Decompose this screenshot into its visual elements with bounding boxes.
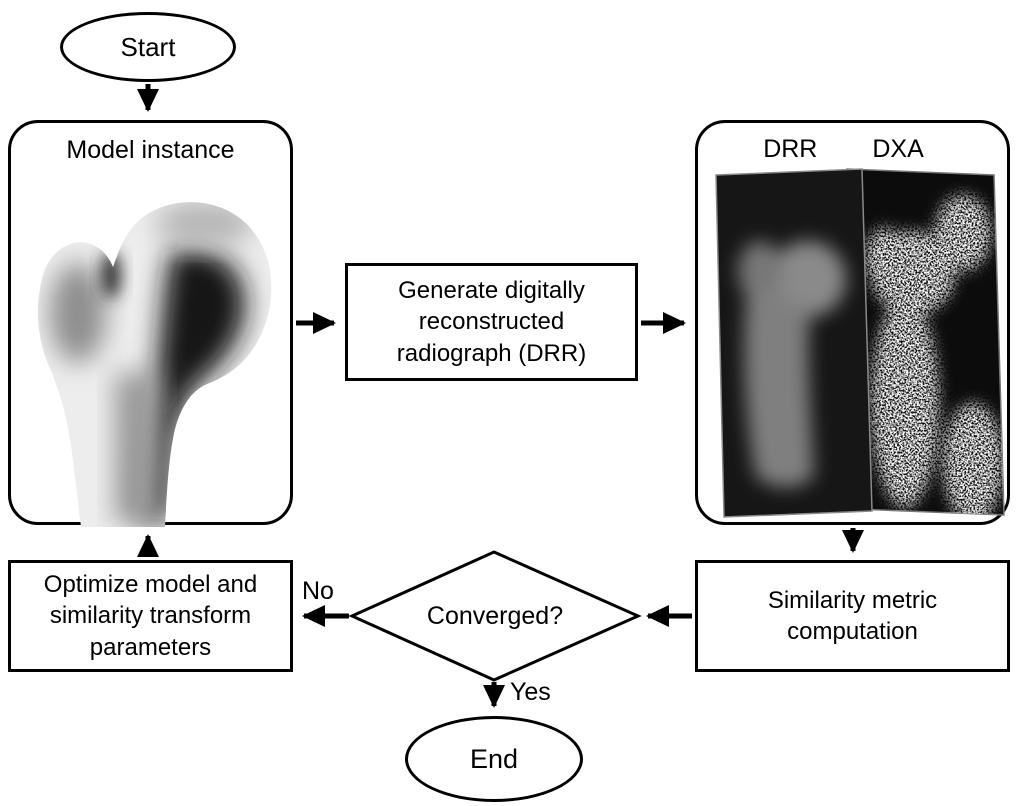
similarity-metric-label: Similarity metric computation [767, 586, 938, 645]
drr-label: DRR [763, 135, 818, 163]
drr-dxa-comparison-node: DRR DXA [695, 120, 1010, 525]
model-instance-label: Model instance [66, 136, 235, 164]
generate-drr-label: Generate digitally reconstructed radiogr… [396, 277, 587, 367]
optimize-parameters-label: Optimize model and similarity transform … [43, 571, 258, 661]
drr-image [715, 168, 873, 518]
model-instance-node: Model instance [8, 120, 293, 527]
femur-model-image [37, 202, 272, 527]
no-branch-label: No [302, 577, 334, 605]
generate-drr-node: Generate digitally reconstructed radiogr… [345, 263, 638, 381]
optimize-parameters-node: Optimize model and similarity transform … [8, 560, 293, 672]
end-label: End [469, 743, 519, 774]
end-node: End [405, 716, 583, 802]
dxa-label: DXA [872, 135, 924, 163]
start-node: Start [60, 12, 236, 82]
yes-branch-label: Yes [510, 678, 551, 706]
similarity-metric-node: Similarity metric computation [695, 560, 1010, 672]
comparison-header: DRR DXA [698, 135, 989, 164]
converged-decision-label: Converged? [426, 602, 564, 630]
start-label: Start [120, 31, 176, 62]
